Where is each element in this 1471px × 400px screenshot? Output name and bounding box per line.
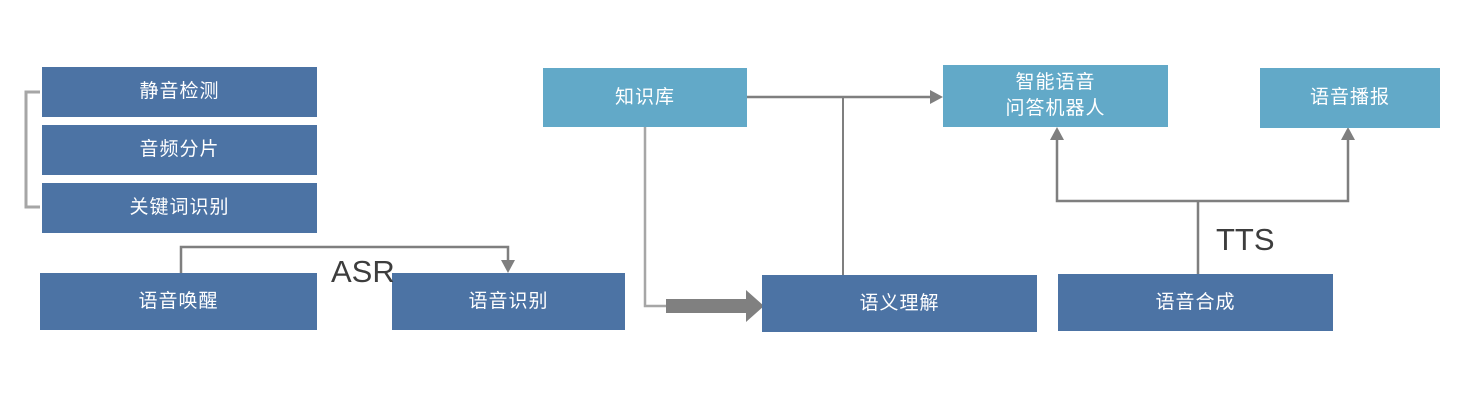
tts-tree-line	[1055, 138, 1350, 203]
tts-edge-label: TTS	[1216, 222, 1275, 257]
tts-left-arrowhead-icon	[1050, 127, 1064, 140]
node-speech-synthesis: 语音合成	[1058, 274, 1333, 331]
node-semantic-understanding: 语义理解	[762, 275, 1037, 332]
thick-arrowhead-icon	[746, 290, 764, 322]
node-speech-recognition: 语音识别	[392, 273, 625, 330]
thick-arrow-shaft	[666, 299, 746, 313]
node-voice-wakeup: 语音唤醒	[40, 273, 317, 330]
asr-edge-label: ASR	[331, 254, 395, 289]
kb-robot-arrowhead-icon	[930, 90, 943, 104]
asr-arrow-line	[179, 245, 510, 274]
group-bracket	[24, 90, 40, 209]
node-voice-broadcast: 语音播报	[1260, 68, 1440, 128]
node-knowledge-base: 知识库	[543, 68, 747, 127]
node-keyword-recognition: 关键词识别	[42, 183, 317, 233]
node-audio-segmentation: 音频分片	[42, 125, 317, 175]
tts-right-arrowhead-icon	[1341, 127, 1355, 140]
kb-elbow-line	[643, 127, 667, 308]
node-qa-robot: 智能语音 问答机器人	[943, 65, 1168, 127]
asr-arrowhead-icon	[501, 260, 515, 273]
node-silence-detection: 静音检测	[42, 67, 317, 117]
